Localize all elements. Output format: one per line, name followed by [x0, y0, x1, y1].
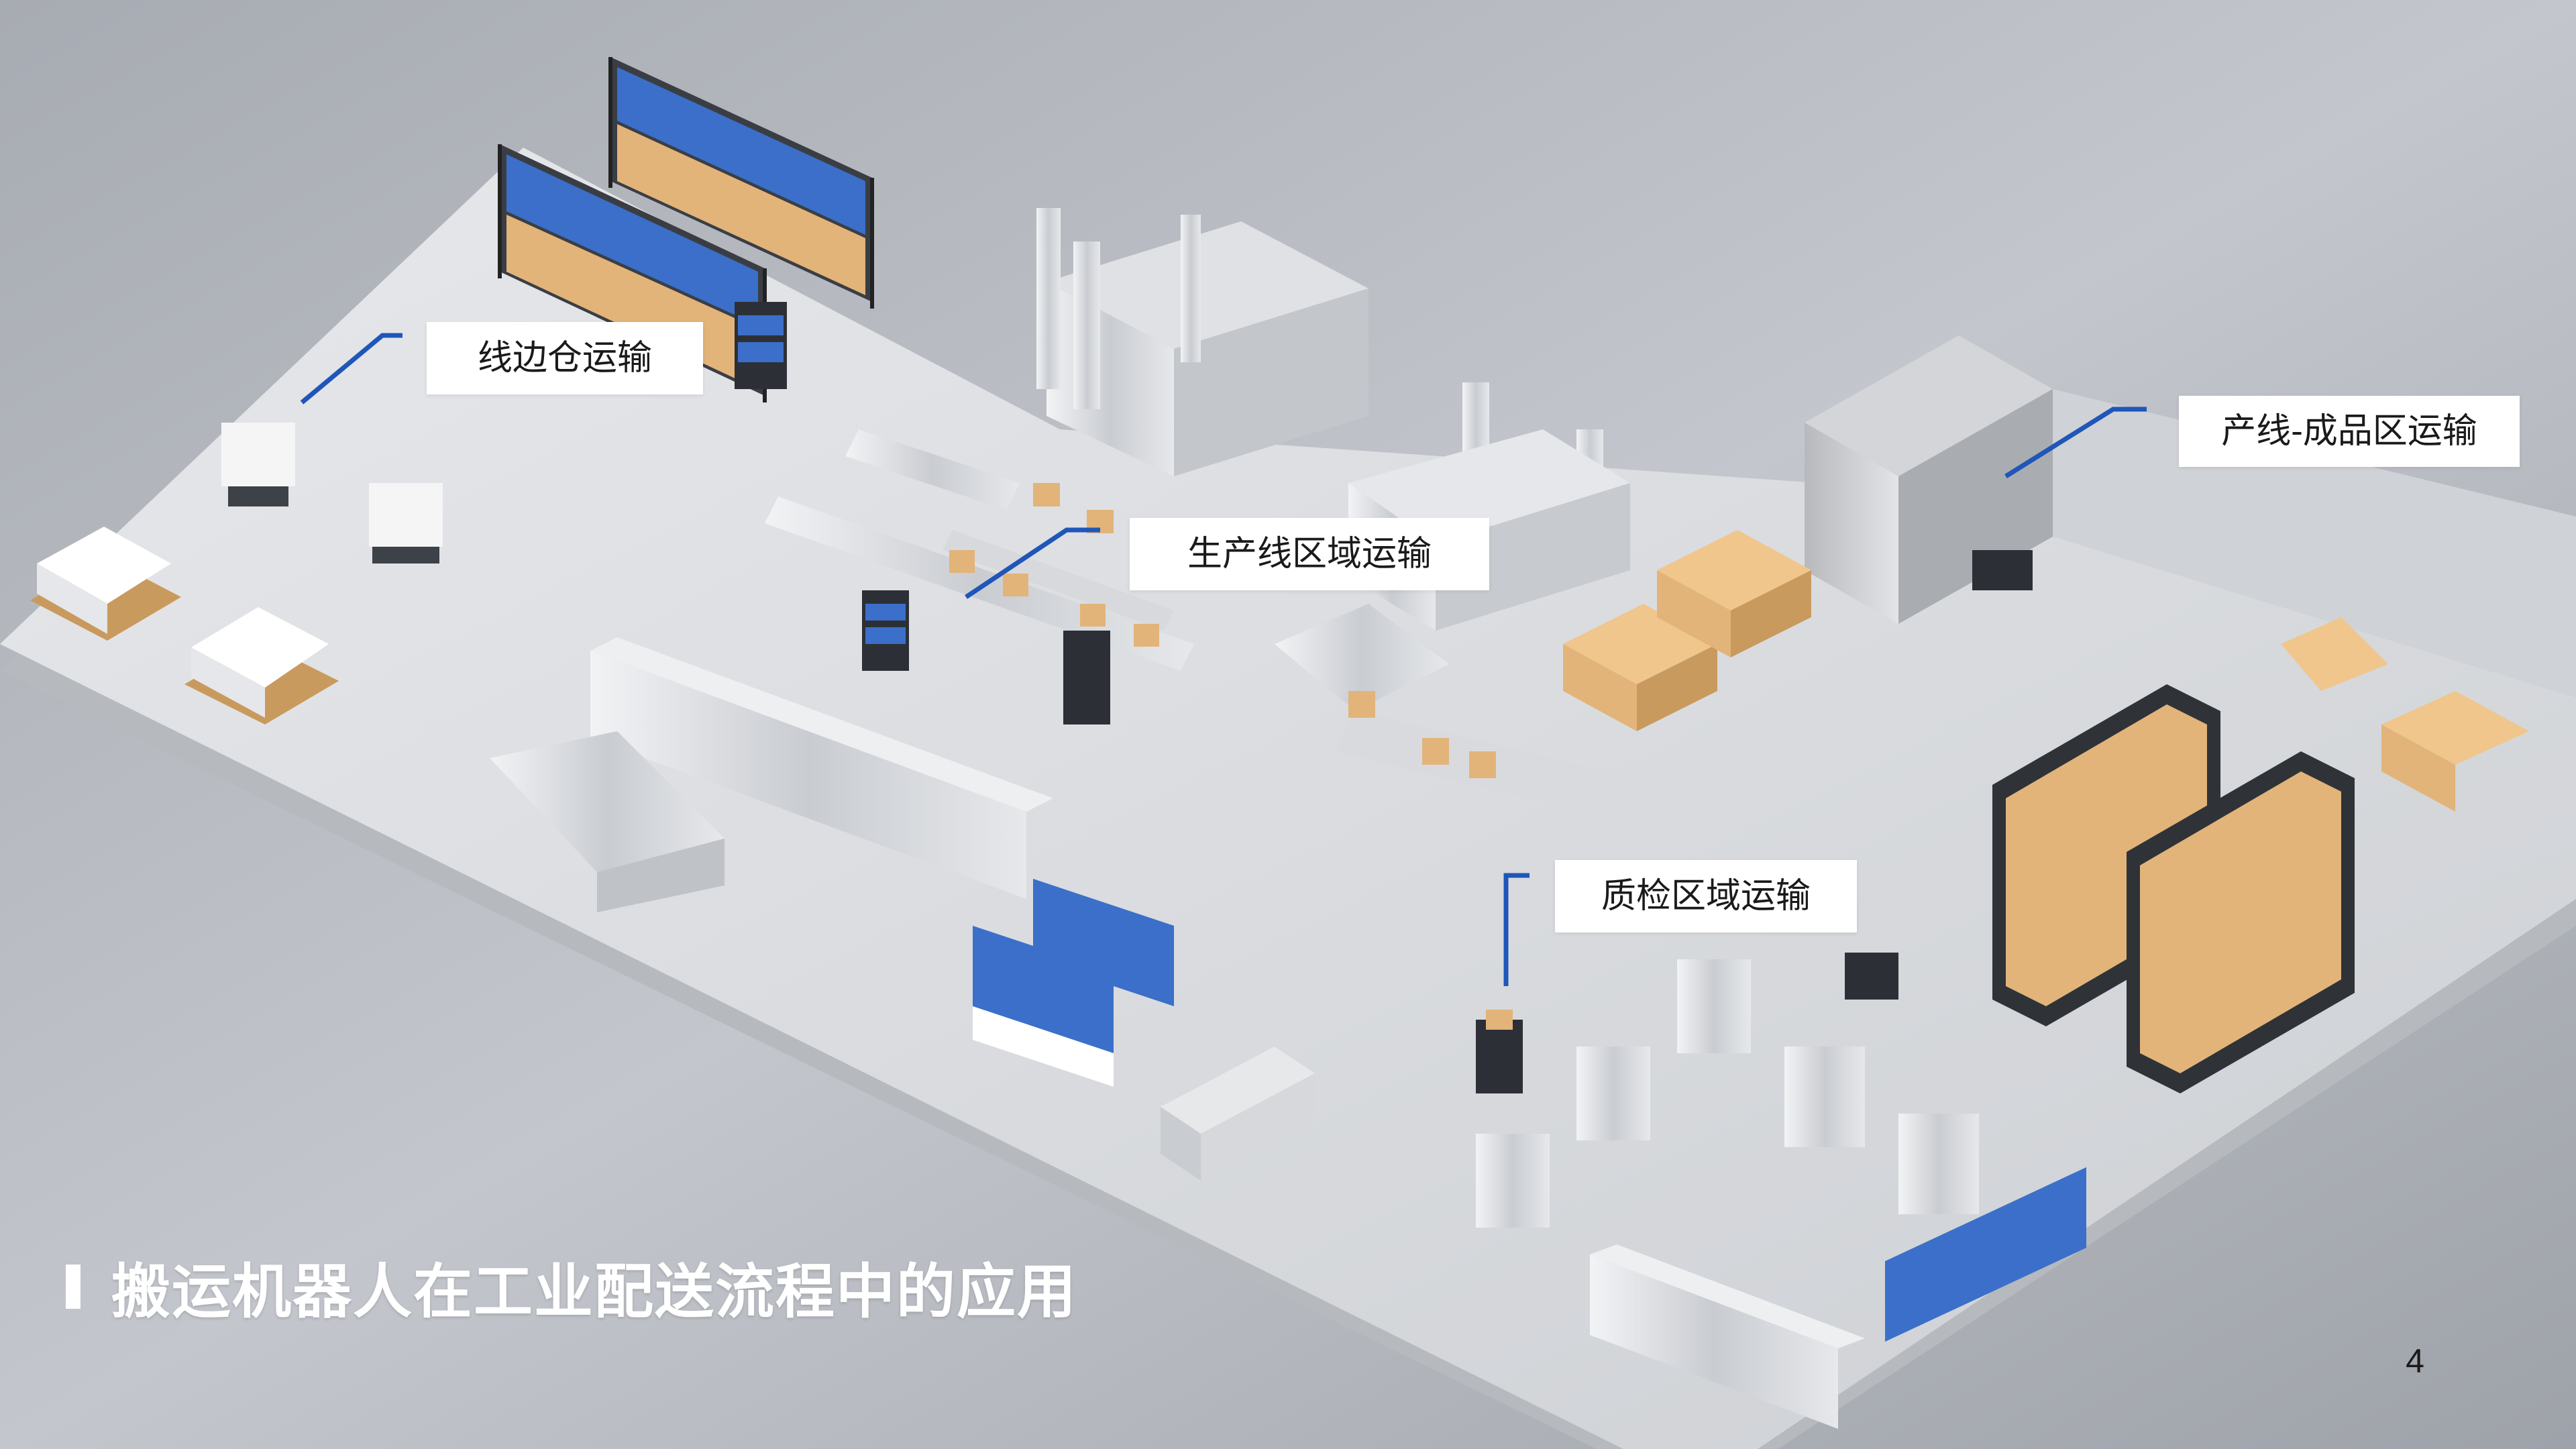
grey-block [1161, 1046, 1315, 1181]
callout-leader-lines [300, 333, 2147, 986]
carton-pallets [1563, 530, 2529, 812]
callout-production-line-area: 生产线区域运输 [1130, 518, 1489, 590]
slide-title-block: 搬运机器人在工业配送流程中的应用 [66, 1246, 1077, 1327]
title-accent-bar [66, 1265, 80, 1309]
page-number: 4 [2406, 1342, 2424, 1380]
production-line-conveyors [765, 429, 1194, 724]
tall-carton-shelves [1992, 684, 2355, 1093]
callout-line-to-finished-area: 产线-成品区运输 [2179, 396, 2520, 467]
cabinet-rows [590, 637, 1865, 1429]
inspection-machines [1476, 953, 1979, 1228]
white-box-pallets [30, 423, 443, 724]
slide-title: 搬运机器人在工业配送流程中的应用 [111, 1256, 1078, 1326]
processing-machine [1036, 208, 1630, 631]
packing-station [1275, 604, 1637, 818]
left-machine [490, 731, 724, 912]
callout-line-side-warehouse: 线边仓运输 [427, 322, 703, 394]
blue-bin-racks [973, 879, 2086, 1342]
callout-quality-inspection-area: 质检区域运输 [1555, 860, 1857, 932]
